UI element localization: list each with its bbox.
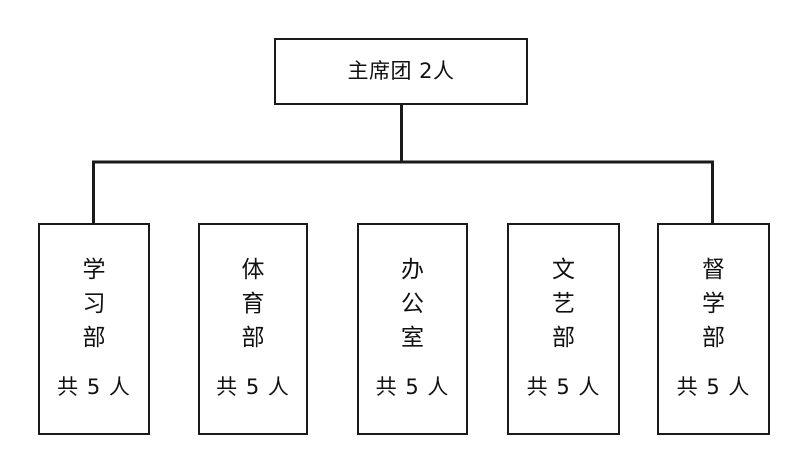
department-name-char: 督: [702, 257, 725, 283]
department-count-3: 共 5 人: [526, 375, 601, 399]
department-name-char: 部: [82, 325, 106, 351]
department-count-4: 共 5 人: [676, 375, 751, 399]
department-name-char: 部: [552, 325, 575, 351]
department-name-char: 办: [401, 257, 424, 283]
department-name-char: 艺: [552, 291, 575, 317]
department-name-char: 公: [401, 291, 424, 317]
department-count-1: 共 5 人: [216, 375, 290, 399]
department-name-char: 部: [702, 325, 725, 351]
department-count-0: 共 5 人: [57, 375, 131, 399]
department-name-char: 部: [241, 325, 265, 351]
department-node-1[interactable]: 体 育 部 共 5 人: [198, 223, 308, 435]
root-node-label: 主席团 2人: [347, 59, 455, 83]
department-name-3: 文 艺 部: [552, 253, 575, 355]
department-node-3[interactable]: 文 艺 部 共 5 人: [507, 223, 620, 435]
department-name-char: 室: [401, 325, 424, 351]
department-name-2: 办 公 室: [401, 253, 424, 355]
department-name-char: 学: [82, 257, 106, 283]
department-name-4: 督 学 部: [702, 253, 725, 355]
root-node-presidium[interactable]: 主席团 2人: [274, 38, 528, 105]
department-count-2: 共 5 人: [375, 375, 450, 399]
department-name-char: 育: [241, 291, 265, 317]
department-name-1: 体 育 部: [242, 253, 265, 355]
department-node-0[interactable]: 学 习 部 共 5 人: [38, 223, 150, 435]
department-name-char: 文: [552, 257, 575, 283]
department-name-char: 体: [241, 257, 265, 283]
department-name-char: 习: [82, 291, 106, 317]
department-name-0: 学 习 部: [83, 253, 106, 355]
department-name-char: 学: [702, 291, 725, 317]
department-node-2[interactable]: 办 公 室 共 5 人: [357, 223, 468, 435]
department-node-4[interactable]: 督 学 部 共 5 人: [657, 223, 770, 435]
